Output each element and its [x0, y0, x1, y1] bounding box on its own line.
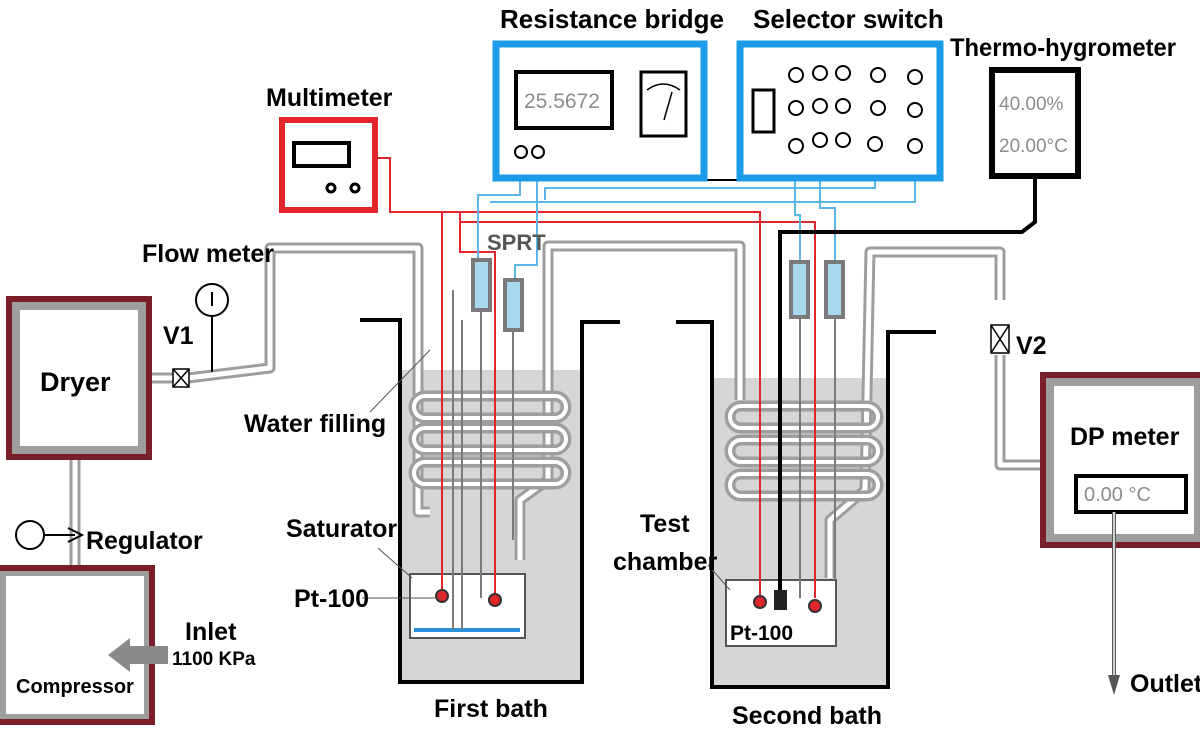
inlet-pressure-label: 1100 KPa — [172, 649, 256, 670]
multimeter-label: Multimeter — [266, 84, 393, 112]
compressor-label: Compressor — [16, 676, 134, 698]
regulator-label: Regulator — [86, 527, 203, 555]
pt100-sensors — [435, 589, 822, 613]
valve-v2-label: V2 — [1016, 332, 1047, 360]
selector-switch — [736, 40, 944, 182]
saturator-label: Saturator — [286, 515, 397, 543]
first-bath-label: First bath — [434, 695, 548, 723]
valve-v1-label: V1 — [163, 322, 194, 350]
resistance-bridge-reading: 25.5672 — [524, 90, 600, 113]
outlet-line — [1108, 512, 1120, 695]
sprt-probes-second-bath — [789, 260, 845, 598]
sprt-probes-first-bath — [452, 258, 524, 630]
thermo-hygrometer-label: Thermo-hygrometer — [950, 34, 1176, 62]
resistance-bridge — [492, 40, 708, 182]
test-chamber-label-line2: chamber — [613, 548, 717, 576]
thermo-hygrometer-humidity: 40.00% — [999, 94, 1064, 115]
valve-v1 — [172, 368, 190, 388]
inlet-label: Inlet — [185, 618, 237, 646]
dp-meter — [1040, 372, 1200, 548]
dp-meter-label: DP meter — [1070, 423, 1180, 451]
resistance-bridge-label: Resistance bridge — [500, 4, 724, 34]
inlet-arrow — [108, 638, 168, 672]
water-filling-label: Water filling — [244, 410, 386, 438]
saturator — [409, 573, 526, 639]
dp-meter-reading: 0.00 °C — [1084, 484, 1151, 506]
outlet-label: Outlet — [1130, 670, 1200, 698]
first-bath-coil — [408, 390, 572, 490]
thermo-hygrometer-temperature: 20.00°C — [999, 136, 1068, 157]
second-bath-label: Second bath — [732, 702, 882, 730]
valve-v2 — [990, 324, 1010, 354]
leader-lines — [362, 349, 731, 599]
pt100-second-label: Pt-100 — [730, 622, 793, 645]
dryer — [6, 296, 152, 460]
multimeter — [279, 117, 378, 213]
thermo-hygrometer — [989, 67, 1081, 179]
flow-meter-gauge-icon — [195, 283, 229, 372]
second-bath-coil — [724, 400, 884, 502]
dryer-label: Dryer — [40, 367, 111, 397]
flow-meter-label: Flow meter — [142, 240, 274, 268]
selector-switch-label: Selector switch — [753, 4, 944, 34]
sprt-label: SPRT — [487, 230, 546, 255]
test-chamber-label-line1: Test — [640, 510, 690, 538]
regulator-gauge-icon — [15, 520, 85, 550]
pt100-first-label: Pt-100 — [294, 585, 369, 613]
